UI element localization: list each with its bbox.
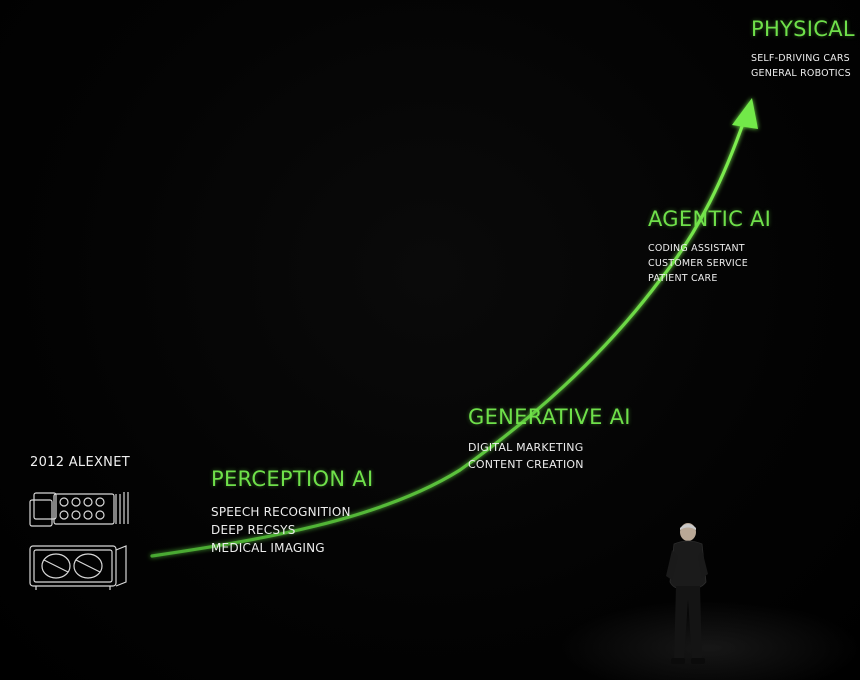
- list-item: DIGITAL MARKETING: [468, 441, 584, 454]
- stage-title-generative: GENERATIVE AI: [468, 405, 631, 429]
- gpu-card-icon: [29, 545, 127, 590]
- list-item: PATIENT CARE: [648, 273, 718, 284]
- list-item: SPEECH RECOGNITION: [211, 505, 351, 519]
- list-item: CODING ASSISTANT: [648, 243, 745, 254]
- stage-title-perception: PERCEPTION AI: [211, 467, 374, 491]
- arrow-head-icon: [732, 98, 758, 129]
- list-item: MEDICAL IMAGING: [211, 541, 325, 555]
- stage-list-perception: SPEECH RECOGNITION DEEP RECSYS MEDICAL I…: [211, 503, 351, 557]
- list-item: CONTENT CREATION: [468, 458, 584, 471]
- gpu-server-icon: [29, 492, 129, 527]
- stage-list-physical: SELF-DRIVING CARS GENERAL ROBOTICS: [751, 51, 851, 81]
- stage-list-agentic: CODING ASSISTANT CUSTOMER SERVICE PATIEN…: [648, 241, 748, 286]
- stage-title-physical: PHYSICAL AI: [751, 17, 860, 41]
- stage-list-generative: DIGITAL MARKETING CONTENT CREATION: [468, 439, 584, 473]
- list-item: DEEP RECSYS: [211, 523, 296, 537]
- alexnet-label: 2012 ALEXNET: [30, 455, 130, 470]
- list-item: CUSTOMER SERVICE: [648, 258, 748, 269]
- stage-floor: [560, 600, 860, 680]
- list-item: GENERAL ROBOTICS: [751, 68, 851, 79]
- growth-curve-line: [150, 116, 747, 558]
- stage-title-agentic: AGENTIC AI: [648, 207, 772, 231]
- presenter-figure: [666, 523, 708, 664]
- list-item: SELF-DRIVING CARS: [751, 53, 850, 64]
